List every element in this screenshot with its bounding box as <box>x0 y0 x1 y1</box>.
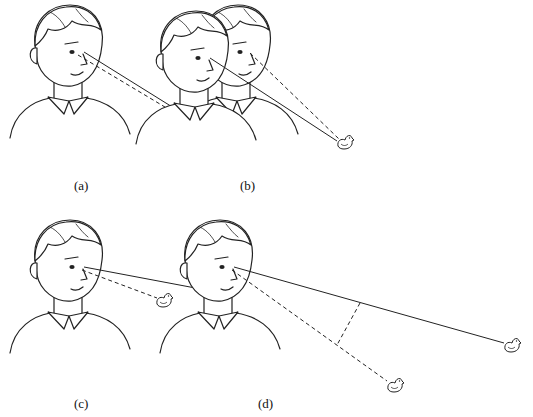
panel-label: (b) <box>240 178 255 194</box>
panel-label: (d) <box>258 396 273 412</box>
panel-label: (a) <box>74 178 88 194</box>
panel-label: (c) <box>74 396 88 412</box>
